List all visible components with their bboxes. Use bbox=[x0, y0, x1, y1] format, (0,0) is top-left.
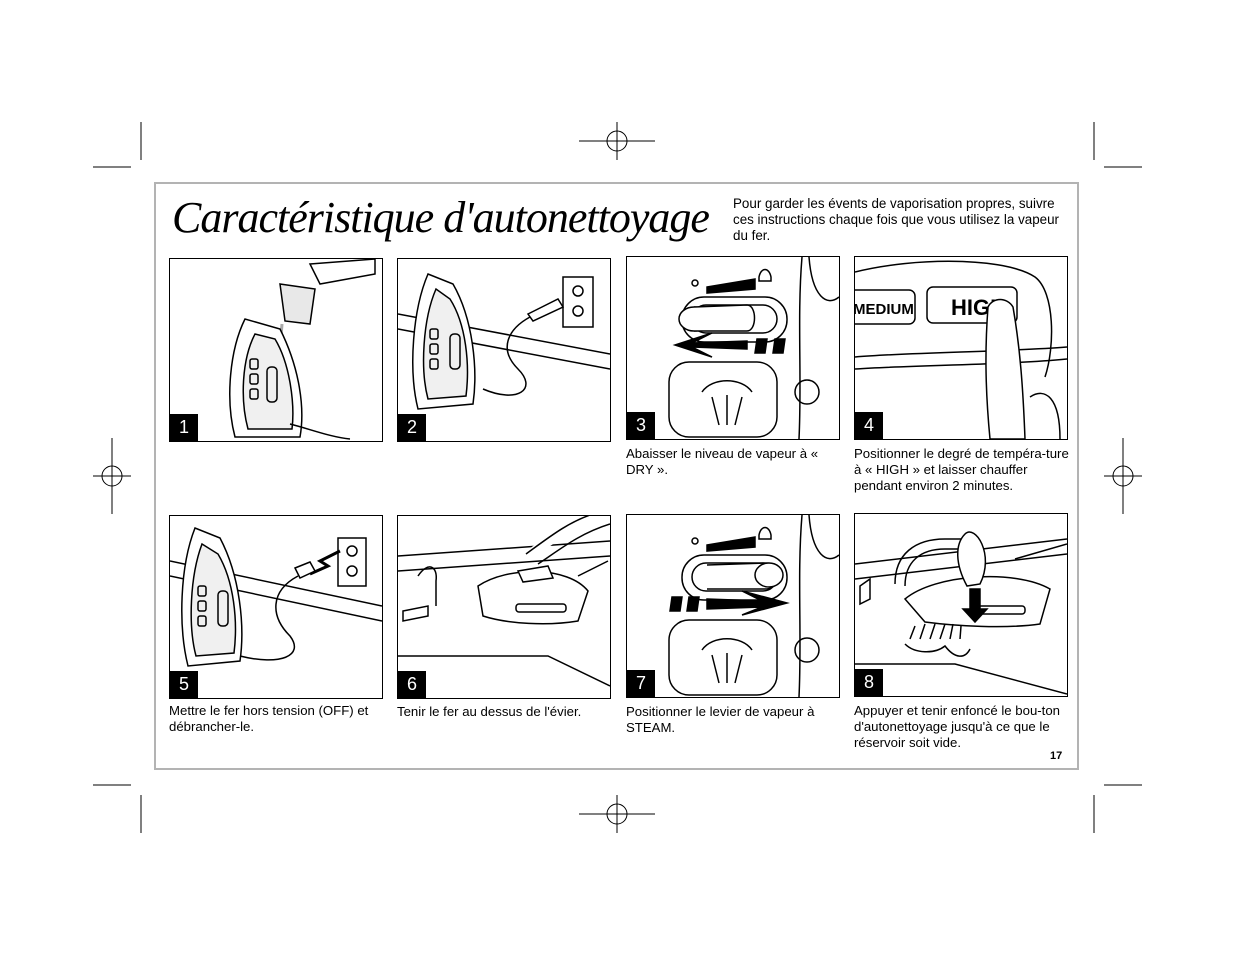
step-number-badge: 1 bbox=[170, 414, 198, 441]
iron-fill-water-image bbox=[229, 259, 376, 440]
self-clean-button-image bbox=[855, 531, 1067, 695]
step-6-illustration: 6 bbox=[397, 515, 611, 699]
step-8-illustration: 8 bbox=[854, 513, 1068, 697]
steam-lever-dry-image bbox=[668, 257, 839, 439]
step-6-caption: Tenir le fer au dessus de l'évier. bbox=[397, 704, 582, 719]
step-number-badge: 5 bbox=[170, 671, 198, 698]
step-5-illustration: 5 bbox=[169, 515, 383, 699]
step-1-illustration: 1 bbox=[169, 258, 383, 442]
step-5-caption: Mettre le fer hors tension (OFF) et débr… bbox=[169, 703, 369, 734]
step-number-badge: 3 bbox=[627, 412, 655, 439]
iron-plug-in-image bbox=[398, 273, 610, 410]
step-4-caption: Positionner le degré de tempéra-ture à «… bbox=[854, 446, 1069, 493]
intro-text: Pour garder les évents de vaporisation p… bbox=[733, 196, 1060, 243]
step-number-badge: 8 bbox=[855, 669, 883, 696]
step-number-badge: 4 bbox=[855, 412, 883, 439]
step-3-illustration: 3 bbox=[626, 256, 840, 440]
step-4-illustration: MEDIUM HIGH 4 bbox=[854, 256, 1068, 440]
temperature-high-image: MEDIUM HIGH bbox=[855, 260, 1067, 439]
medium-label: MEDIUM bbox=[855, 301, 914, 318]
step-number-badge: 2 bbox=[398, 414, 426, 441]
page-number: 17 bbox=[1050, 750, 1063, 762]
step-number-badge: 6 bbox=[398, 671, 426, 698]
step-number-badge: 7 bbox=[627, 670, 655, 697]
iron-over-sink-image bbox=[398, 516, 610, 687]
iron-unplug-image bbox=[170, 527, 382, 667]
step-7-illustration: 7 bbox=[626, 514, 840, 698]
step-7-caption: Positionner le levier de vapeur à STEAM. bbox=[626, 704, 815, 735]
step-8-caption: Appuyer et tenir enfoncé le bou-ton d'au… bbox=[854, 703, 1061, 750]
step-2-illustration: 2 bbox=[397, 258, 611, 442]
steam-lever-steam-image bbox=[668, 515, 839, 697]
page-frame bbox=[154, 182, 1079, 770]
step-3-caption: Abaisser le niveau de vapeur à « DRY ». bbox=[626, 446, 819, 477]
page-title: Caractéristique d'autonettoyage bbox=[172, 193, 710, 242]
